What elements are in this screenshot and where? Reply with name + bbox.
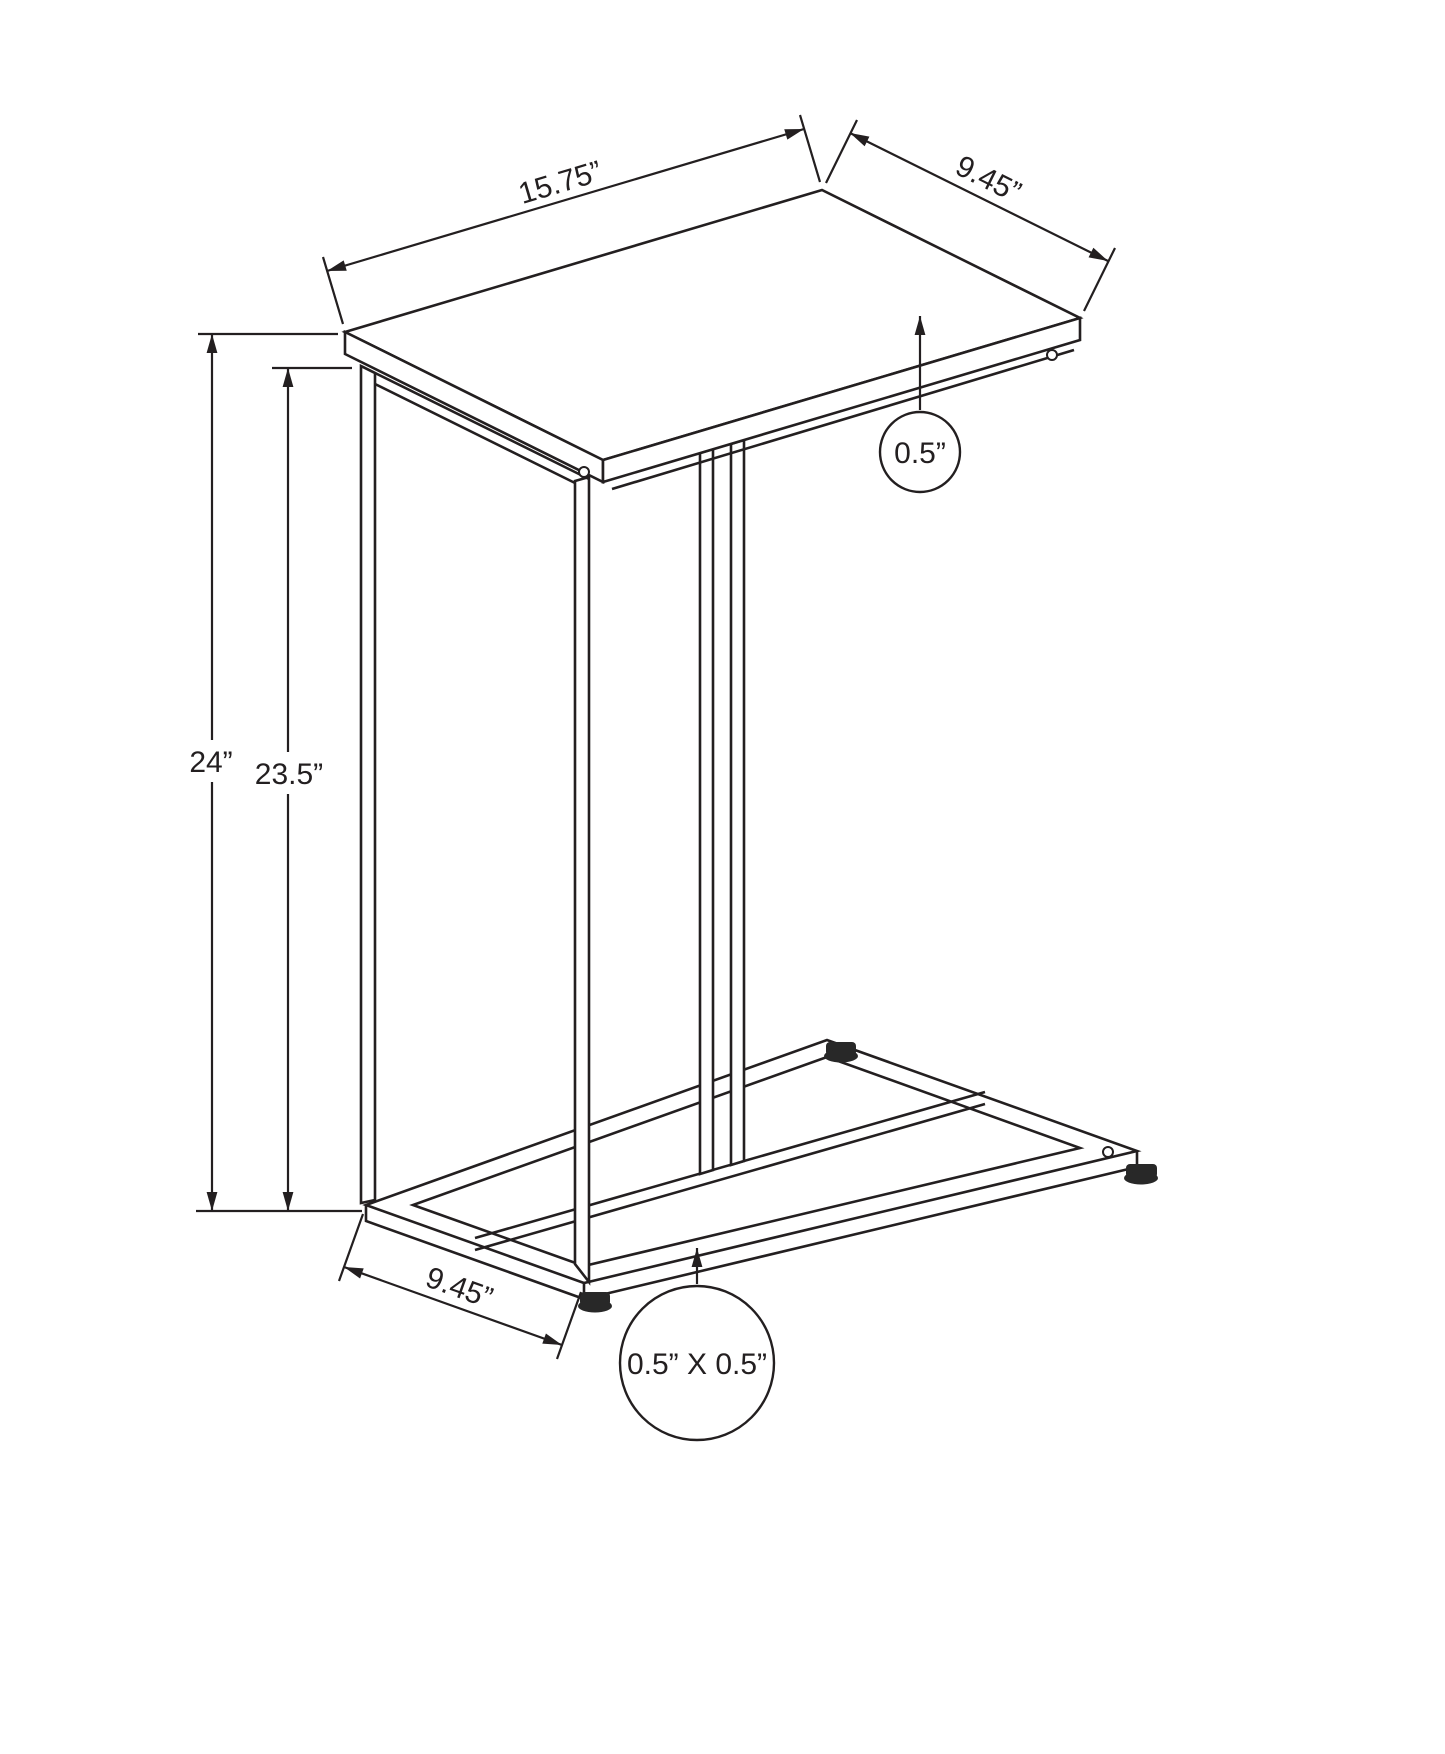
foot-back-pad [824, 1049, 858, 1063]
left-frame [359, 363, 591, 1286]
dim-base-depth-line [343, 1265, 563, 1347]
table-top-surface [341, 188, 1084, 462]
center-post-far [729, 438, 746, 1167]
dim-frame-tube-label: 0.5” X 0.5” [627, 1348, 767, 1381]
dim-top-thickness-circle [878, 410, 962, 494]
screw-cap-top-right [1046, 349, 1058, 361]
base-inner-edge [409, 1055, 1085, 1268]
center-posts [698, 438, 746, 1176]
dim-top-depth-line [849, 132, 1109, 262]
left-frame-rear-post [359, 363, 377, 1205]
dim-base-depth-label: 9.45” [421, 1261, 497, 1315]
dim-base-depth-extensions [337, 1213, 583, 1360]
dim-top-length-extensions [321, 114, 822, 325]
dim-overall-height: 24” [183, 332, 362, 1213]
screw-cap-frame-top [578, 466, 590, 478]
dim-frame-tube: 0.5” X 0.5” [618, 1248, 776, 1442]
table-drawing [341, 188, 1158, 1313]
table-top-under-rail [611, 348, 1075, 491]
screw-caps [578, 349, 1114, 1158]
feet [578, 1042, 1158, 1313]
foot-right-pad [1124, 1171, 1158, 1185]
table-top [341, 188, 1084, 491]
dim-overall-height-mask [183, 740, 240, 782]
dim-overall-height-label: 24” [189, 746, 232, 779]
dim-frame-tube-circle [618, 1284, 776, 1442]
dim-top-thickness-label: 0.5” [894, 437, 946, 470]
center-post-near [698, 447, 715, 1176]
foot-front-pad [578, 1299, 612, 1313]
dim-top-depth-extensions [825, 119, 1116, 312]
foot-front [578, 1292, 612, 1313]
dim-frame-height-mask [251, 752, 328, 794]
left-frame-top-rails [360, 364, 590, 485]
dim-frame-height-label: 23.5” [255, 758, 323, 791]
dim-frame-height: 23.5” [251, 366, 352, 1211]
left-frame-front-post [573, 475, 591, 1286]
foot-right [1124, 1164, 1158, 1185]
dim-overall-height-extensions [196, 332, 362, 1213]
dim-top-thickness: 0.5” [878, 316, 962, 494]
screw-cap-base-right [1102, 1146, 1114, 1158]
foot-back [824, 1042, 858, 1063]
dim-top-length-line [326, 127, 805, 273]
